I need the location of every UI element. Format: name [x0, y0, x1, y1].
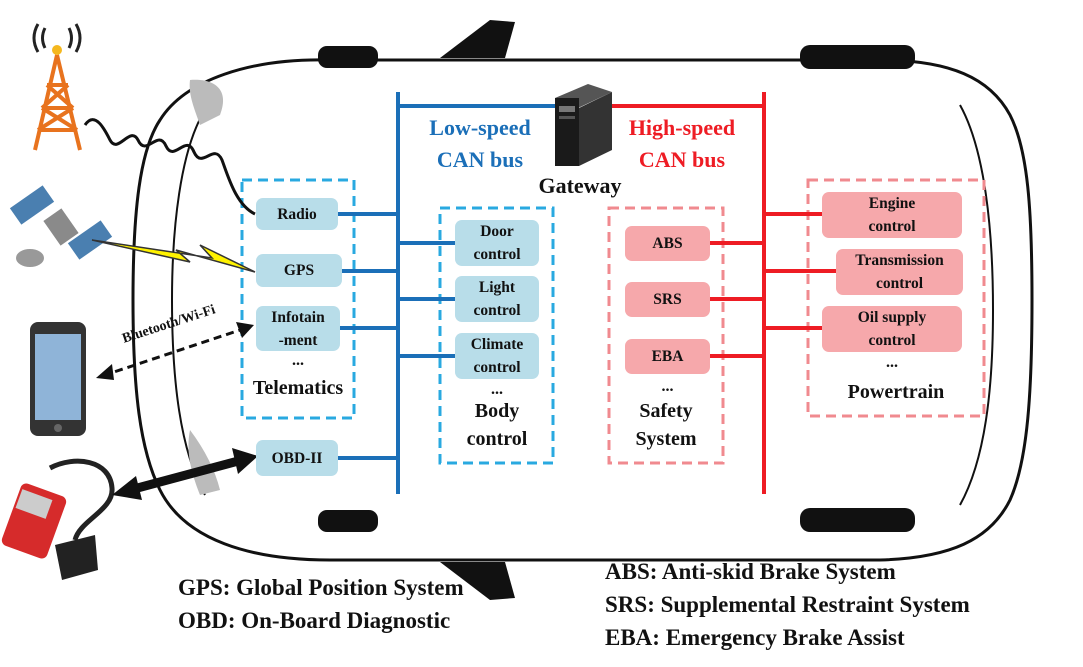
body-more: ...: [491, 381, 503, 398]
bluetooth-arrow-right-icon: [236, 322, 254, 338]
mirror-right-icon: [440, 562, 515, 600]
body-group-box: [438, 206, 555, 465]
door-control-node: Door control: [455, 220, 539, 266]
safety-title: Safety System: [635, 400, 697, 450]
legend-srs: SRS: Supplemental Restraint System: [605, 592, 970, 617]
high-speed-bus-lines: [612, 92, 836, 494]
bluetooth-wifi-link: [107, 326, 247, 376]
radio-tower-icon: [32, 23, 82, 151]
eba-node: EBA: [625, 339, 710, 374]
engine-control-node: Engine control: [822, 192, 962, 238]
powertrain-group-box: [806, 178, 986, 418]
powertrain-more: ...: [886, 354, 898, 371]
wheel-bottom-left-icon: [318, 510, 378, 532]
wheel-top-right-icon: [800, 45, 915, 69]
bluetooth-arrow-left-icon: [96, 364, 114, 380]
climate-control-node: Climate control: [455, 333, 539, 379]
oil-supply-control-node: Oil supply control: [822, 306, 962, 352]
abs-node: ABS: [625, 226, 710, 261]
safety-more: ...: [661, 378, 674, 395]
mirror-left-icon: [440, 20, 515, 58]
high-speed-bus-label: High-speed CAN bus: [628, 115, 736, 172]
powertrain-title: Powertrain: [847, 381, 945, 403]
legend-eba: EBA: Emergency Brake Assist: [605, 625, 905, 650]
safety-group-box: [607, 206, 725, 465]
gateway-label: Gateway: [538, 173, 622, 198]
telematics-more: ...: [292, 352, 304, 369]
telematics-group-box: [240, 178, 356, 420]
windshield-shape: [189, 79, 224, 125]
gps-node: GPS: [256, 254, 342, 287]
obd-scanner-icon: [1, 458, 115, 580]
rear-window-shape: [188, 430, 220, 495]
low-speed-bus-lines: [338, 92, 555, 494]
srs-node: SRS: [625, 282, 710, 317]
legend-gps: GPS: Global Position System: [178, 575, 464, 600]
telematics-title: Telematics: [252, 377, 344, 399]
obd-link: [128, 455, 244, 495]
body-title: Body control: [466, 400, 528, 450]
obd-arrow-left-icon: [112, 476, 142, 500]
legend-abs: ABS: Anti-skid Brake System: [605, 559, 896, 584]
car-outline: [131, 58, 1034, 562]
obd-node: OBD-II: [256, 440, 338, 476]
obd-arrow-right-icon: [232, 448, 258, 474]
tower-beacon-icon: [52, 45, 62, 55]
wheel-top-left-icon: [318, 46, 378, 68]
wheel-bottom-right-icon: [800, 508, 915, 532]
infotainment-node: Infotain -ment: [256, 306, 340, 351]
gateway-computer-icon: [555, 84, 612, 166]
satellite-icon: [9, 185, 113, 267]
transmission-control-node: Transmission control: [836, 249, 963, 295]
radio-node: Radio: [256, 198, 338, 230]
smartphone-icon: [30, 322, 86, 436]
light-control-node: Light control: [455, 276, 539, 322]
lightning-bolt-icon: [91, 239, 256, 273]
radio-signal-wave: [83, 118, 256, 216]
legend-obd: OBD: On-Board Diagnostic: [178, 608, 451, 633]
low-speed-bus-label: Low-speed CAN bus: [429, 115, 531, 172]
